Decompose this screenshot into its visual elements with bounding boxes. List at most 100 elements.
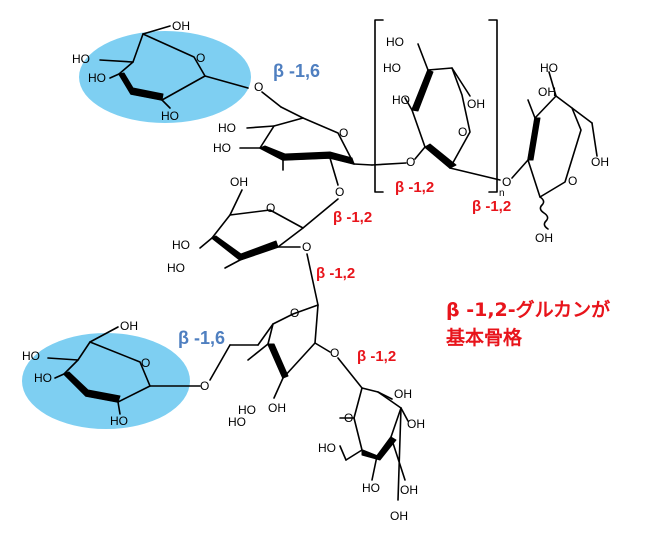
atom-ho: HO	[386, 35, 404, 49]
atom-oh: OH	[467, 97, 485, 111]
bond	[99, 59, 134, 63]
bond	[161, 99, 171, 109]
bond	[411, 69, 434, 112]
linkage-label-beta-1-6-bottom: β -1,6	[178, 328, 225, 348]
bond	[229, 189, 243, 216]
bond	[424, 143, 457, 169]
ring-central-glucose: HO HO O O	[213, 117, 373, 199]
highlight-bottom-branch	[22, 333, 190, 429]
atom-ho: HO	[383, 61, 401, 75]
bond	[247, 343, 269, 361]
bond	[246, 125, 275, 129]
bond	[361, 436, 397, 461]
bond	[371, 162, 407, 166]
atom-ho: HO	[228, 415, 246, 429]
atom-ring-o: O	[458, 125, 467, 139]
atom-oh: OH	[591, 155, 609, 169]
atom-ring-o: O	[141, 356, 150, 370]
repeat-bracket: n	[374, 19, 505, 199]
atom-oh: OH	[535, 231, 553, 245]
ring-reducing-end-glucose: HO OH OH O OH	[527, 61, 609, 245]
atom-glycosidic-o: O	[254, 80, 263, 94]
linkage-label-beta-1-6-top: β -1,6	[273, 61, 320, 81]
bond	[488, 19, 498, 193]
atom-ring-o: O	[568, 174, 577, 188]
bond	[224, 259, 241, 269]
caption-line-1: β -1,2-グルカンが	[446, 298, 610, 321]
atom-ho: HO	[167, 261, 185, 275]
bond	[451, 67, 471, 97]
atom-ring-o: O	[344, 411, 353, 425]
atom-oh: OH	[390, 509, 408, 523]
atom-ho: HO	[213, 141, 231, 155]
ring-bottom-branch-glucose: OH HO HO HO O	[22, 319, 201, 428]
atom-ho: HO	[34, 371, 52, 385]
atom-ho: HO	[110, 414, 128, 428]
linkage-label-beta-1-2-third: β -1,2	[316, 265, 355, 282]
bond	[449, 167, 501, 181]
highlight-top-branch	[79, 31, 251, 123]
linkage-label-beta-1-2-fourth: β -1,2	[357, 348, 396, 365]
atom-glycosidic-o: O	[502, 175, 511, 189]
linkage-label-beta-1-2-second: β -1,2	[333, 209, 372, 226]
bond	[257, 323, 274, 346]
bond	[109, 73, 120, 79]
atom-ring-o: O	[290, 306, 299, 320]
ring-repeat-glucose: HO HO HO OH O	[383, 35, 501, 181]
atom-ring-o: O	[196, 51, 205, 65]
atom-oh: OH	[407, 417, 425, 431]
bond	[377, 391, 393, 400]
bond	[527, 117, 541, 161]
atom-ho: HO	[362, 481, 380, 495]
atom-ring-o: O	[266, 201, 275, 215]
atom-ho: HO	[318, 441, 336, 455]
bond	[417, 43, 429, 71]
bond	[261, 91, 282, 108]
bond	[302, 198, 339, 229]
atom-oh: OH	[394, 387, 412, 401]
bond	[397, 407, 402, 501]
bond	[199, 237, 213, 249]
atom-oh: OH	[400, 483, 418, 497]
bond	[54, 373, 65, 379]
bond	[314, 342, 331, 353]
bond	[527, 95, 582, 198]
atom-ho: HO	[392, 93, 410, 107]
atom-oh: OH	[120, 319, 138, 333]
atom-glycosidic-o: O	[406, 155, 415, 169]
atom-ring-o: O	[339, 126, 348, 140]
bond	[404, 97, 413, 111]
bond	[306, 253, 319, 306]
atom-oh: OH	[268, 401, 286, 415]
bond	[211, 235, 279, 261]
bond	[267, 343, 289, 379]
atom-ho: HO	[238, 403, 256, 417]
bond	[47, 357, 79, 361]
bond	[339, 445, 347, 461]
ring-second-glucose: OH O HO HO O	[167, 175, 311, 275]
atom-ho: HO	[161, 109, 179, 123]
atom-glycosidic-o: O	[330, 346, 339, 360]
bond	[142, 25, 171, 35]
bond	[89, 326, 119, 343]
atom-glycosidic-o: O	[335, 185, 344, 199]
bond	[414, 146, 426, 160]
bond	[400, 407, 409, 422]
atom-ho: HO	[540, 61, 558, 75]
bond	[204, 75, 249, 89]
atom-ho: HO	[218, 121, 236, 135]
bond	[345, 449, 363, 461]
linkage-label-beta-1-2-reducing: β -1,2	[472, 198, 511, 215]
atom-oh: OH	[172, 19, 190, 33]
bond	[371, 455, 378, 481]
atom-ho: HO	[172, 238, 190, 252]
bond	[374, 19, 384, 193]
bond	[390, 436, 406, 481]
bond	[539, 196, 549, 230]
ring-top-branch-glucose: OH HO HO HO O	[72, 19, 249, 123]
atom-ho: HO	[88, 71, 106, 85]
bond	[209, 344, 231, 381]
bond	[273, 377, 284, 399]
